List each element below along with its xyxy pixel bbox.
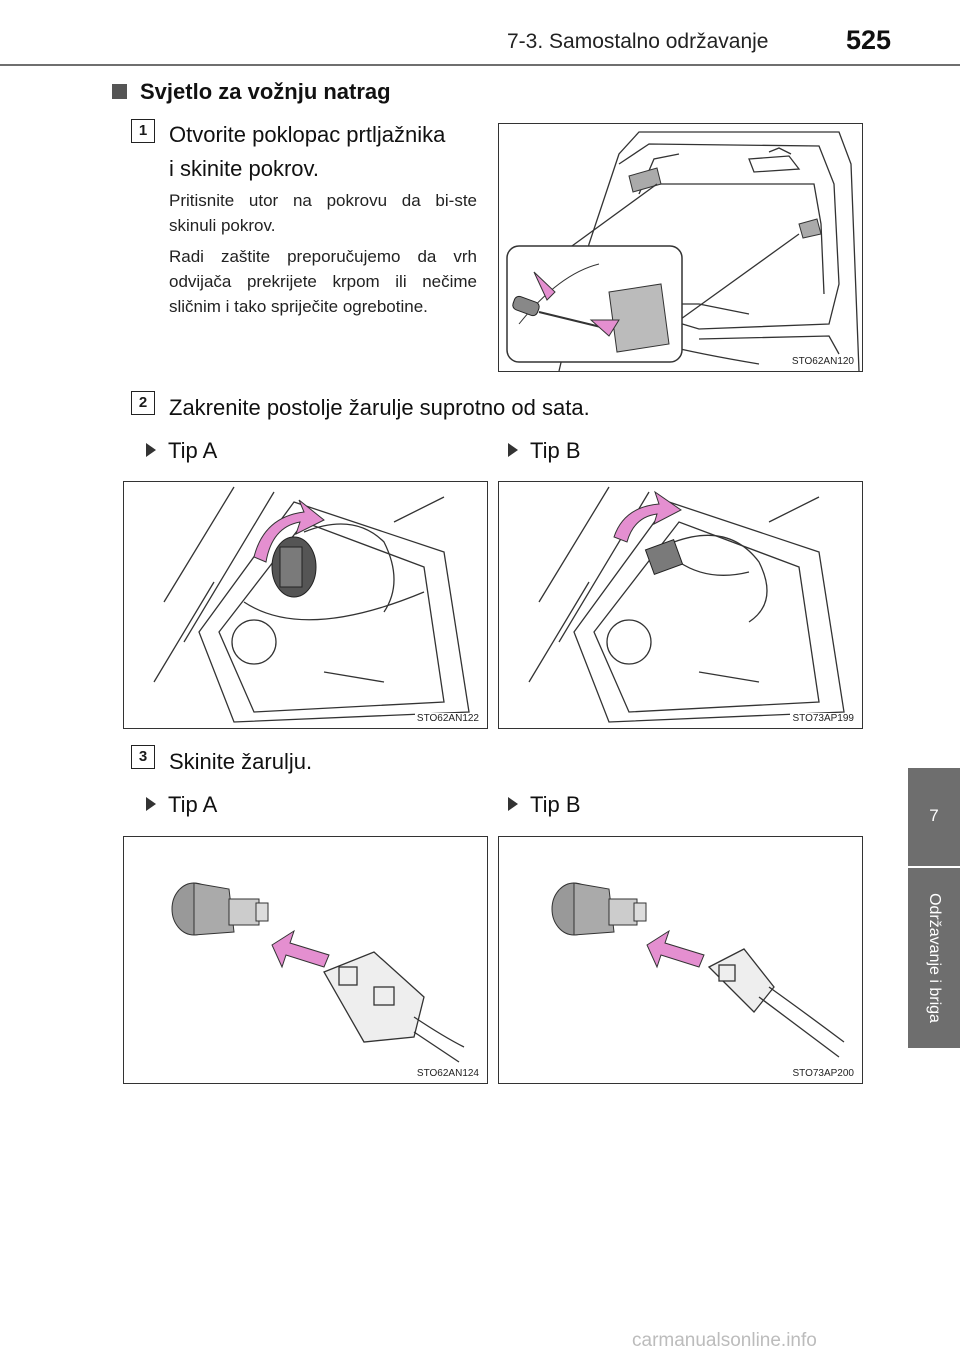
step-1-number: 1 — [131, 119, 155, 143]
figure-code: STO62AN124 — [414, 1068, 481, 1079]
tip-a-label: Tip A — [168, 438, 218, 463]
step-3-tip-a: Tip A — [146, 792, 217, 818]
triangle-bullet-icon — [146, 797, 156, 811]
step-2-tip-a: Tip A — [146, 438, 217, 464]
step-1-text-line1: Otvorite poklopac prtljažnika — [169, 122, 446, 147]
figure-code: STO62AN120 — [789, 356, 856, 367]
socket-type-b-illustration — [528, 486, 845, 723]
figure-bulb-type-b: STO73AP200 — [498, 836, 863, 1084]
triangle-bullet-icon — [508, 443, 518, 457]
step-1-text-line2: i skinite pokrov. — [169, 156, 319, 181]
figure-trunk-cover: STO62AN120 — [498, 123, 863, 372]
step-2-text: Zakrenite postolje žarulje suprotno od s… — [169, 395, 590, 420]
bulb-type-a-illustration — [171, 882, 465, 1063]
figure-code: STO73AP199 — [790, 713, 856, 724]
step-2-tip-b: Tip B — [508, 438, 581, 464]
step-3-text: Skinite žarulju. — [169, 749, 313, 774]
step-1-note-2: Radi zaštite preporučujemo da vrh odvija… — [169, 247, 477, 316]
figure-socket-type-b: STO73AP199 — [498, 481, 863, 729]
figure-code: STO73AP200 — [790, 1068, 856, 1079]
step-3-number: 3 — [131, 745, 155, 769]
watermark: carmanualsonline.info — [632, 1330, 817, 1351]
header-divider — [0, 64, 960, 66]
figure-code: STO62AN122 — [414, 713, 481, 724]
socket-type-a-illustration — [153, 486, 470, 723]
figure-bulb-type-a: STO62AN124 — [123, 836, 488, 1084]
figure-socket-type-a: STO62AN122 — [123, 481, 488, 729]
step-2-number: 2 — [131, 391, 155, 415]
tip-b-label: Tip B — [530, 438, 581, 463]
bulb-type-b-illustration — [551, 882, 845, 1058]
chapter-tab-number: 7 — [908, 768, 960, 866]
page-number: 525 — [846, 25, 892, 55]
triangle-bullet-icon — [508, 797, 518, 811]
chapter-label: Održavanje i briga — [926, 893, 943, 1023]
header-section-title: 7-3. Samostalno održavanje — [507, 30, 769, 53]
section-bullet-icon — [112, 84, 127, 99]
tip-a-label: Tip A — [168, 792, 218, 817]
step-1-note-1: Pritisnite utor na pokrovu da bi-ste ski… — [169, 191, 477, 235]
trunk-cover-illustration — [506, 131, 860, 371]
step-1-text: Otvorite poklopac prtljažnika i skinite … — [169, 118, 479, 186]
step-3-tip-b: Tip B — [508, 792, 581, 818]
tip-b-label: Tip B — [530, 792, 581, 817]
section-title: Svjetlo za vožnju natrag — [140, 79, 391, 104]
triangle-bullet-icon — [146, 443, 156, 457]
chapter-tab-label: Održavanje i briga — [908, 868, 960, 1048]
chapter-number: 7 — [929, 806, 939, 825]
